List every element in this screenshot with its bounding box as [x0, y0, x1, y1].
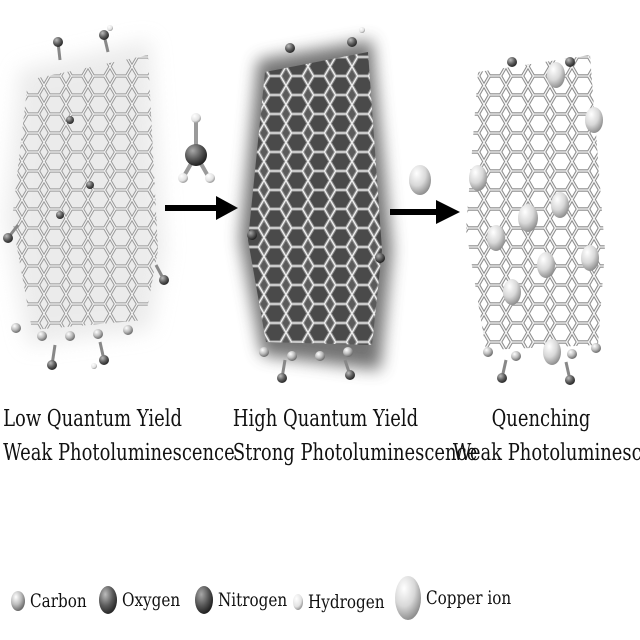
- caption-gqd: Low Quantum Yield Weak Photoluminescence: [3, 402, 235, 470]
- legend-oxygen: Oxygen: [98, 584, 195, 616]
- legend-nitrogen: Nitrogen: [194, 584, 305, 616]
- legend-label-copper-ion: Copper ion: [426, 587, 512, 609]
- legend-label-oxygen: Oxygen: [122, 589, 181, 611]
- quenched-sheet: [466, 55, 605, 385]
- legend-label-nitrogen: Nitrogen: [218, 589, 288, 611]
- copper-ion-reagent-icon: [409, 165, 431, 195]
- legend-copper-ion: Copper ion: [394, 574, 532, 622]
- caption-ngqd-line1: High Quantum Yield: [232, 406, 419, 432]
- copper-ions-bound: [469, 62, 603, 365]
- caption-ngqd: High Quantum Yield Strong Photoluminesce…: [232, 402, 478, 470]
- caption-gqd-line2: Weak Photoluminescence: [3, 440, 235, 466]
- reaction-arrow-2: [390, 200, 460, 224]
- ngqd-edge-groups: [247, 27, 385, 383]
- copper-ion-icon: [395, 576, 421, 620]
- caption-ngqd-line2: Strong Photoluminescence: [232, 440, 478, 466]
- hydrogen-atom-icon: [293, 594, 303, 610]
- caption-gqd-line1: Low Quantum Yield: [3, 406, 182, 432]
- oxygen-atom-icon: [99, 586, 117, 614]
- caption-quenched: Quenching Weak Photoluminescence: [452, 402, 640, 470]
- nitrogen-atom-icon: [195, 586, 213, 614]
- legend-label-hydrogen: Hydrogen: [308, 591, 385, 613]
- quenched-edge-groups: [483, 57, 601, 385]
- gqd-sheet: [3, 25, 169, 370]
- caption-quenched-line2: Weak Photoluminescence: [452, 440, 640, 466]
- ngqd-sheet: [240, 27, 392, 383]
- legend-hydrogen: Hydrogen: [292, 591, 404, 613]
- carbon-atom-icon: [11, 591, 25, 611]
- reaction-arrow-1: [165, 196, 238, 220]
- caption-quenched-line1: Quenching: [491, 406, 591, 432]
- gqd-edge-groups: [3, 25, 169, 370]
- legend-label-carbon: Carbon: [30, 590, 87, 612]
- ammonia-molecule-icon: [178, 113, 215, 183]
- legend-carbon: Carbon: [10, 588, 101, 614]
